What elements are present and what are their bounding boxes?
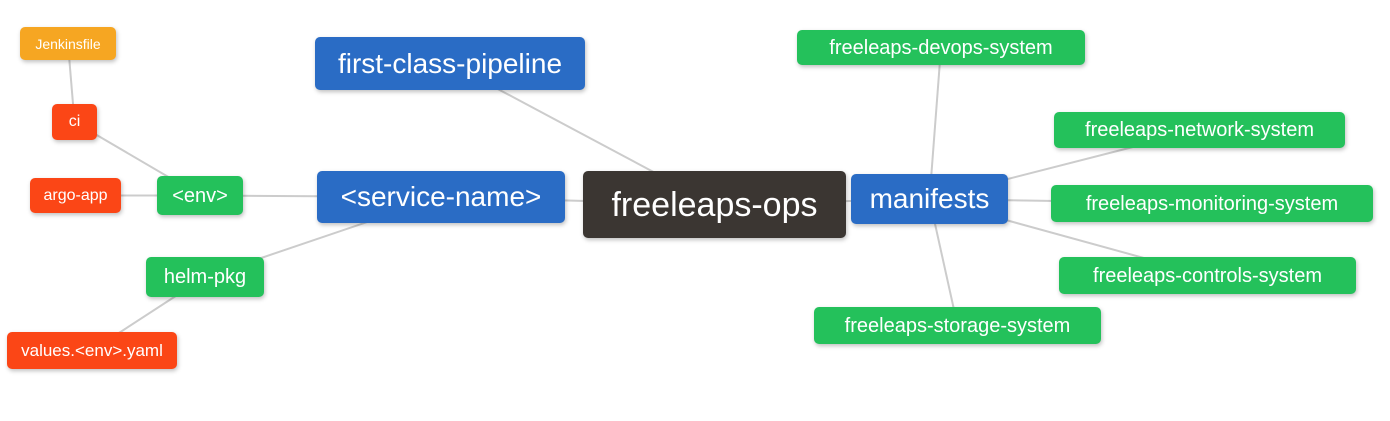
node-argo-app[interactable]: argo-app	[30, 178, 121, 213]
node-label: values.<env>.yaml	[21, 341, 163, 360]
node-manifests[interactable]: manifests	[851, 174, 1008, 224]
node-label: first-class-pipeline	[337, 47, 563, 79]
node-label: manifests	[869, 183, 990, 214]
node-ci[interactable]: ci	[52, 104, 97, 140]
node-env[interactable]: <env>	[157, 176, 243, 215]
node-freeleaps-monitoring-system[interactable]: freeleaps-monitoring-system	[1051, 185, 1373, 222]
node-label: Jenkinsfile	[35, 35, 101, 52]
node-service-name[interactable]: <service-name>	[317, 171, 565, 223]
node-freeleaps-ops[interactable]: freeleaps-ops	[583, 171, 846, 238]
node-freeleaps-network-system[interactable]: freeleaps-network-system	[1054, 112, 1345, 148]
node-label: freeleaps-storage-system	[844, 314, 1071, 337]
node-helm-pkg[interactable]: helm-pkg	[146, 257, 264, 297]
node-label: helm-pkg	[163, 266, 247, 288]
node-label: ci	[68, 113, 81, 130]
node-label: freeleaps-devops-system	[829, 36, 1053, 59]
node-label: freeleaps-controls-system	[1093, 264, 1322, 287]
node-freeleaps-controls-system[interactable]: freeleaps-controls-system	[1059, 257, 1356, 294]
node-label: freeleaps-ops	[611, 185, 818, 224]
node-jenkinsfile[interactable]: Jenkinsfile	[20, 27, 116, 60]
node-label: freeleaps-monitoring-system	[1085, 192, 1339, 215]
node-freeleaps-storage-system[interactable]: freeleaps-storage-system	[814, 307, 1101, 344]
node-label: <env>	[172, 184, 228, 207]
node-freeleaps-devops-system[interactable]: freeleaps-devops-system	[797, 30, 1085, 65]
edge-manifests-freeleaps-devops-system	[928, 47, 942, 200]
node-first-class-pipeline[interactable]: first-class-pipeline	[315, 37, 585, 90]
node-label: freeleaps-network-system	[1085, 119, 1314, 141]
node-label: <service-name>	[340, 181, 542, 212]
node-label: argo-app	[43, 186, 108, 204]
node-values-env-yaml[interactable]: values.<env>.yaml	[7, 332, 177, 369]
